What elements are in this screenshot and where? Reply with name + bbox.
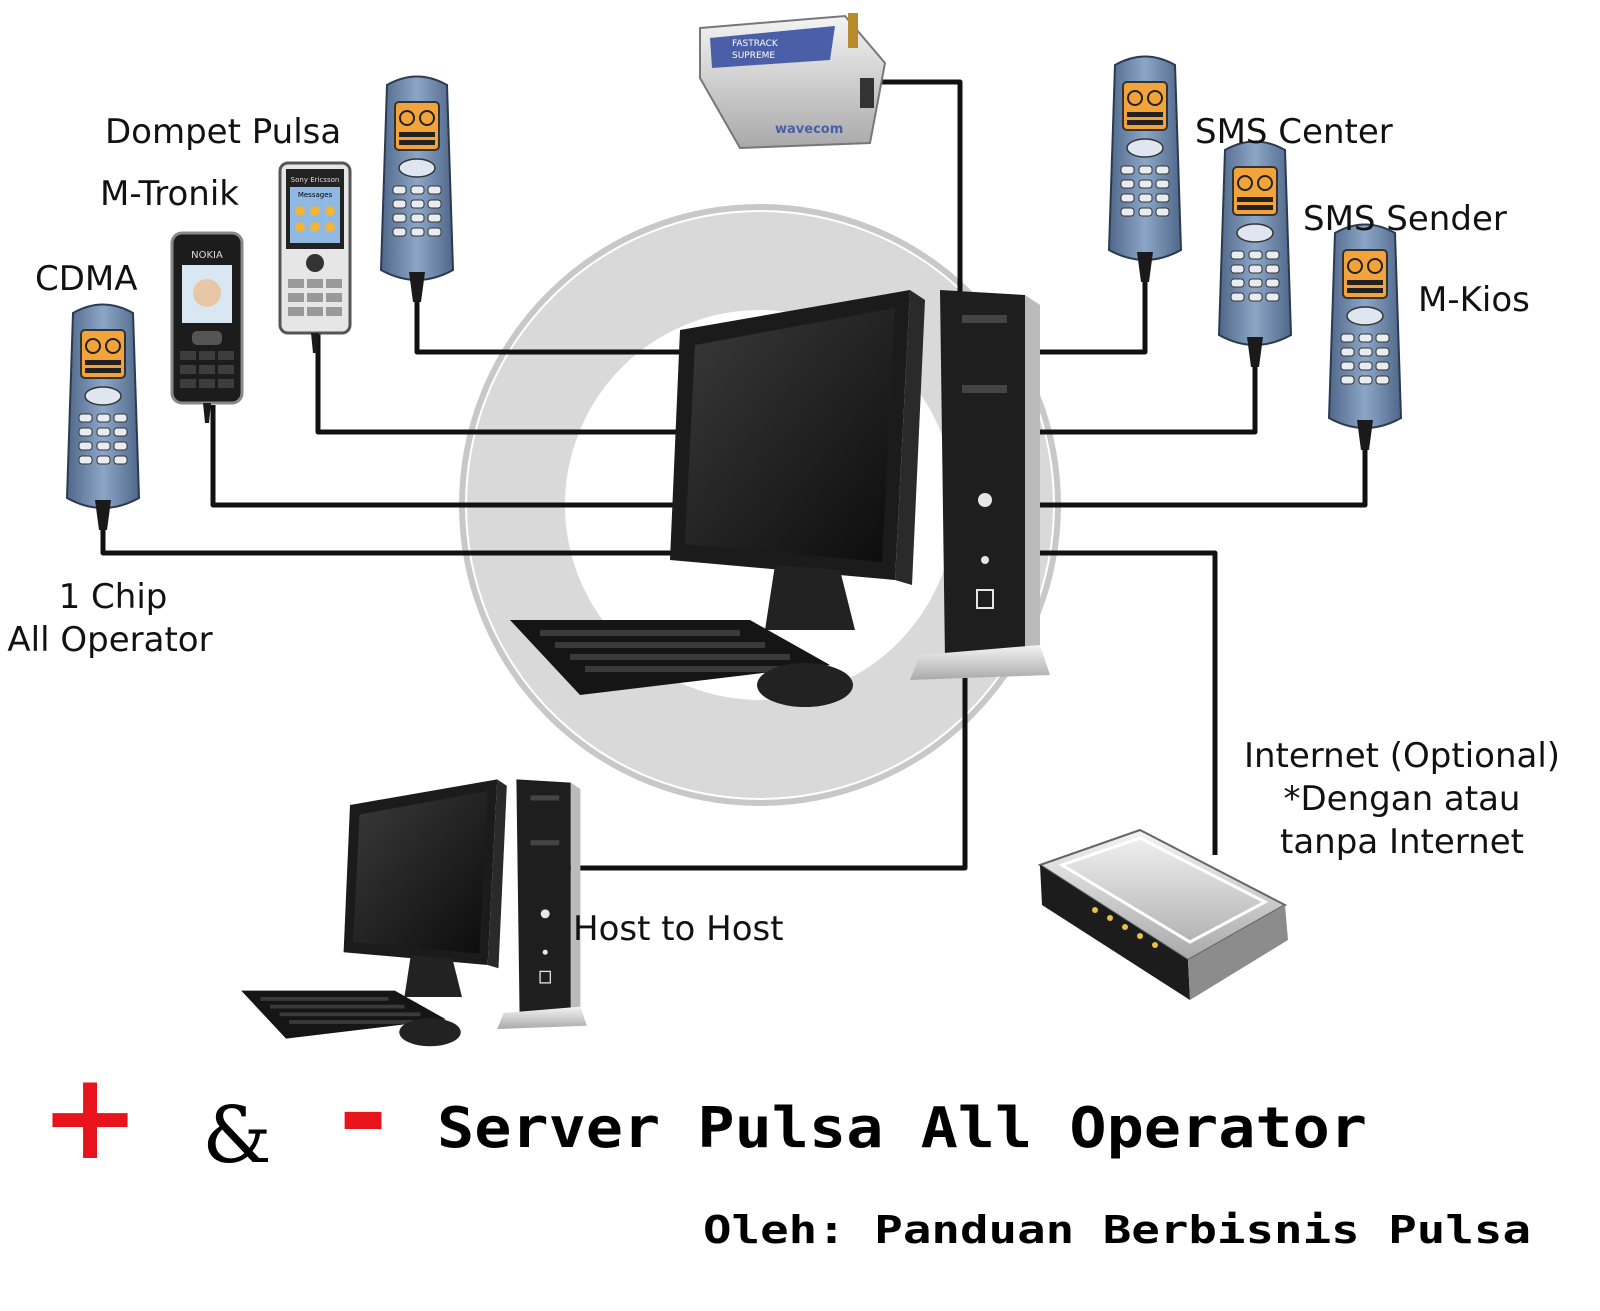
wire-modem (865, 79, 963, 330)
wire-m-kios (1020, 440, 1368, 508)
gsm-modem: FASTRACK SUPREME wavecom (699, 13, 887, 150)
connection-wires (100, 79, 1368, 871)
minus-sign: - (338, 1045, 388, 1184)
wire-m-tronik (315, 330, 700, 435)
phone-dompet-pulsa-sony: Sony Ericsson Messages (278, 161, 352, 353)
label-internet-optional: Internet (Optional) (1244, 736, 1560, 776)
sony-brand: Sony Ericsson (291, 176, 340, 184)
label-sms-center: SMS Center (1195, 112, 1393, 152)
footer-title: Server Pulsa All Operator (437, 1096, 1367, 1161)
sony-screen-text: Messages (298, 191, 333, 199)
label-host-to-host: Host to Host (573, 909, 784, 949)
modem-brand-line2: SUPREME (732, 51, 775, 61)
plus-sign: + (40, 1048, 141, 1187)
label-1-chip: 1 Chip (59, 577, 168, 617)
host-computer (240, 778, 588, 1047)
label-tanpa-internet: tanpa Internet (1280, 822, 1524, 862)
label-sms-sender: SMS Sender (1303, 199, 1507, 239)
ampersand: & (202, 1091, 271, 1181)
modem-brand-line1: FASTRACK (732, 39, 779, 49)
nokia-logo: NOKIA (191, 250, 223, 261)
phone-cdma (66, 303, 140, 531)
label-dompet-pulsa: Dompet Pulsa (105, 112, 341, 152)
antenna-connector (848, 13, 858, 48)
modem-maker: wavecom (775, 122, 843, 137)
phone-m-kios (1328, 223, 1402, 451)
label-all-operator: All Operator (7, 620, 212, 660)
wire-sms-sender (1020, 355, 1258, 435)
wire-host-to-host (540, 665, 968, 871)
wire-cdma (210, 405, 680, 508)
wire-internet (1020, 550, 1218, 855)
wire-1-chip (100, 510, 690, 556)
internet-router (1037, 828, 1288, 1000)
phone-sms-sender (1218, 140, 1292, 368)
wire-dompet-pulsa (414, 300, 710, 355)
footer-subtitle: Oleh: Panduan Berbisnis Pulsa (703, 1208, 1531, 1252)
label-m-tronik: M-Tronik (100, 174, 239, 214)
label-dengan-atau: *Dengan atau (1284, 779, 1521, 819)
label-m-kios: M-Kios (1418, 280, 1530, 320)
label-cdma: CDMA (35, 259, 138, 299)
wire-sms-center (1020, 270, 1148, 355)
phone-dompet-pulsa-siemens (380, 75, 454, 303)
phone-m-tronik-nokia: NOKIA (170, 231, 244, 423)
phone-sms-center (1108, 55, 1182, 283)
